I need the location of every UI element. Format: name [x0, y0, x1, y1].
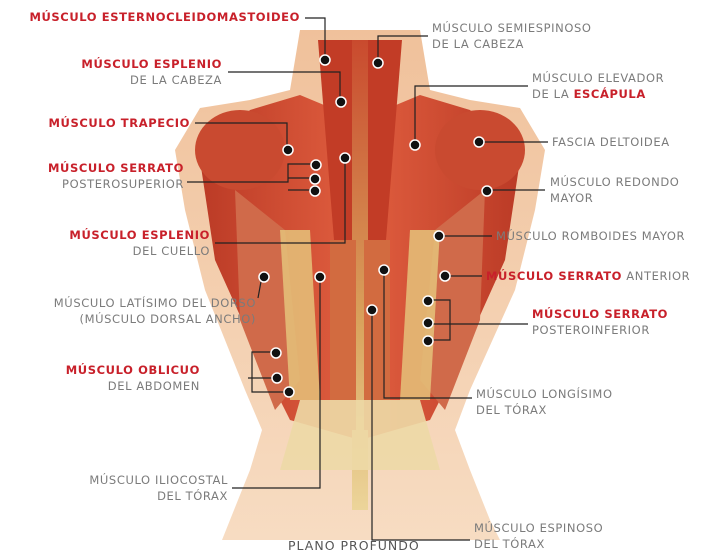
dot-serrato-post-sup-3	[310, 186, 320, 196]
label-latisimo: MÚSCULO LATÍSIMO DEL DORSO (MÚSCULO DORS…	[0, 295, 256, 327]
label-romboides: MÚSCULO ROMBOIDES MAYOR	[496, 228, 685, 244]
label-iliocostal: MÚSCULO ILIOCOSTAL DEL TÓRAX	[0, 472, 228, 504]
label-serrato-anterior: MÚSCULO SERRATO ANTERIOR	[486, 268, 690, 284]
dot-esternocleidomastoideo	[320, 55, 330, 65]
dot-elevador	[410, 140, 420, 150]
dot-serrato-post-inf-3	[423, 336, 433, 346]
dot-espinoso	[367, 305, 377, 315]
label-serrato-posteroinferior: MÚSCULO SERRATO POSTEROINFERIOR	[532, 306, 668, 338]
dot-serrato-post-inf-2	[423, 318, 433, 328]
back-muscles	[195, 40, 525, 510]
label-esplenio-cuello: MÚSCULO ESPLENIO DEL CUELLO	[0, 227, 210, 259]
dot-esplenio-cabeza	[336, 97, 346, 107]
label-serrato-posterosuperior: MÚSCULO SERRATO POSTEROSUPERIOR	[0, 160, 184, 192]
dot-iliocostal	[315, 272, 325, 282]
dot-serrato-post-inf-1	[423, 296, 433, 306]
label-redondo: MÚSCULO REDONDO MAYOR	[550, 174, 679, 206]
label-esplenio-cabeza: MÚSCULO ESPLENIO DE LA CABEZA	[0, 56, 222, 88]
label-deltoidea: FASCIA DELTOIDEA	[552, 134, 670, 150]
label-semiespinoso: MÚSCULO SEMIESPINOSO DE LA CABEZA	[432, 20, 592, 52]
dot-trapecio	[283, 145, 293, 155]
label-longisimo: MÚSCULO LONGÍSIMO DEL TÓRAX	[476, 386, 613, 418]
label-esternocleidomastoideo: MÚSCULO ESTERNOCLEIDOMASTOIDEO	[0, 9, 300, 25]
dot-semiespinoso	[373, 58, 383, 68]
label-oblicuo: MÚSCULO OBLICUO DEL ABDOMEN	[0, 362, 200, 394]
dot-esplenio-cuello	[340, 153, 350, 163]
label-trapecio: MÚSCULO TRAPECIO	[0, 115, 190, 131]
dot-serrato-post-sup-2	[310, 174, 320, 184]
dot-redondo	[482, 186, 492, 196]
dot-oblicuo-1	[271, 348, 281, 358]
dot-longisimo	[379, 265, 389, 275]
dot-serrato-anterior	[440, 271, 450, 281]
dot-deltoidea	[474, 137, 484, 147]
dot-oblicuo-3	[284, 387, 294, 397]
dot-latisimo	[259, 272, 269, 282]
label-elevador: MÚSCULO ELEVADOR DE LA ESCÁPULA	[532, 70, 664, 102]
dot-romboides	[434, 231, 444, 241]
dot-serrato-post-sup-1	[311, 160, 321, 170]
dot-oblicuo-2	[272, 373, 282, 383]
caption: PLANO PROFUNDO	[288, 538, 420, 553]
label-espinoso: MÚSCULO ESPINOSO DEL TÓRAX	[474, 520, 603, 552]
